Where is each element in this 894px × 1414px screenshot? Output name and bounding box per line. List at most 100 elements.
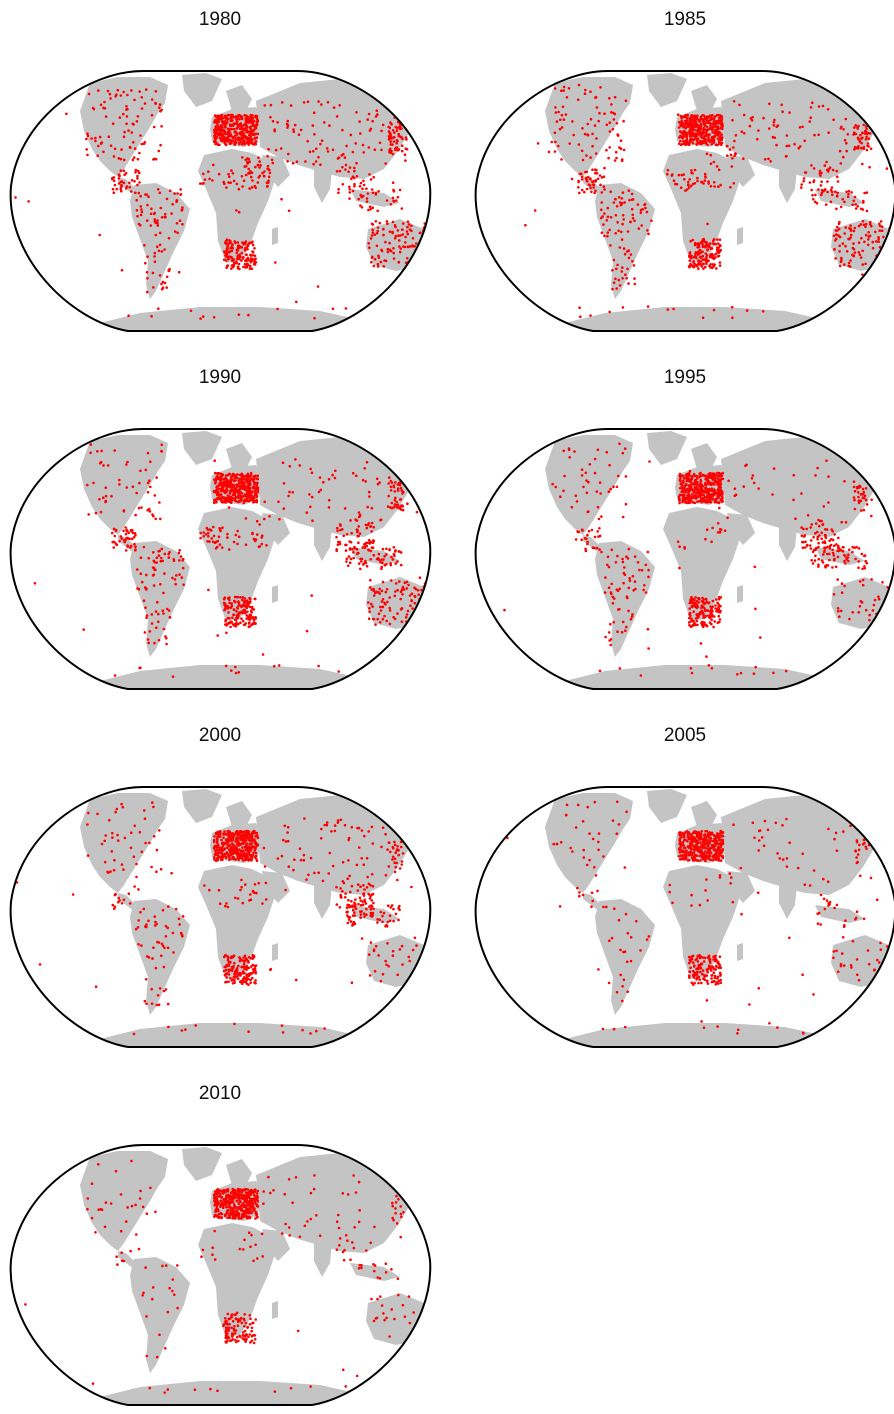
station-dot bbox=[267, 165, 270, 168]
station-dot bbox=[106, 871, 109, 874]
station-dot bbox=[234, 137, 237, 140]
station-dot bbox=[368, 491, 371, 494]
station-dot bbox=[704, 624, 707, 627]
station-dot bbox=[221, 526, 224, 529]
station-dot bbox=[683, 135, 686, 138]
station-dot bbox=[154, 218, 157, 221]
station-dot bbox=[165, 925, 168, 928]
station-dot bbox=[113, 191, 116, 194]
station-dot bbox=[213, 502, 216, 505]
station-dot bbox=[854, 490, 857, 493]
station-dot bbox=[561, 114, 564, 117]
station-dot bbox=[309, 468, 312, 471]
station-dot bbox=[157, 188, 160, 191]
station-dot bbox=[245, 543, 248, 546]
station-dot bbox=[602, 223, 605, 226]
station-dot bbox=[149, 461, 152, 464]
station-dot bbox=[562, 89, 565, 92]
station-dot bbox=[603, 112, 606, 115]
station-dot bbox=[803, 140, 806, 143]
station-dot bbox=[865, 234, 868, 237]
station-dot bbox=[710, 541, 713, 544]
station-dot bbox=[716, 238, 719, 241]
station-dot bbox=[321, 139, 324, 142]
station-dot bbox=[706, 254, 709, 257]
station-dot bbox=[128, 892, 131, 895]
station-dot bbox=[891, 657, 894, 660]
station-dot bbox=[696, 500, 699, 503]
station-dot bbox=[838, 228, 841, 231]
station-dot bbox=[627, 610, 630, 613]
station-dot bbox=[158, 550, 161, 553]
station-dot bbox=[618, 443, 621, 446]
station-dot bbox=[394, 490, 397, 493]
station-dot bbox=[691, 600, 694, 603]
station-dot bbox=[880, 298, 883, 301]
station-dot bbox=[182, 915, 185, 918]
station-dot bbox=[705, 598, 708, 601]
station-dot bbox=[717, 132, 720, 135]
panel-year-title: 1990 bbox=[0, 367, 440, 389]
station-dot bbox=[822, 553, 825, 556]
station-dot bbox=[243, 179, 246, 182]
station-dot bbox=[222, 134, 225, 137]
station-dot bbox=[112, 546, 115, 549]
station-dot bbox=[124, 526, 127, 529]
station-dot bbox=[849, 224, 852, 227]
station-dot bbox=[134, 192, 137, 195]
station-dot bbox=[381, 600, 384, 603]
station-dot bbox=[246, 248, 249, 251]
world-map bbox=[0, 419, 440, 694]
station-dot bbox=[698, 120, 701, 123]
station-dot bbox=[163, 628, 166, 631]
station-dot bbox=[524, 224, 527, 227]
station-dot bbox=[832, 539, 835, 542]
station-dot bbox=[178, 549, 181, 552]
station-dot bbox=[608, 311, 611, 314]
station-dot bbox=[623, 247, 626, 250]
station-dot bbox=[834, 239, 837, 242]
station-dot bbox=[420, 262, 423, 265]
station-dot bbox=[702, 474, 705, 477]
station-dot bbox=[158, 554, 161, 557]
station-dot bbox=[14, 196, 17, 199]
station-dot bbox=[712, 254, 715, 257]
station-dot bbox=[857, 566, 860, 569]
station-dot bbox=[616, 221, 619, 224]
station-dot bbox=[682, 496, 685, 499]
station-dot bbox=[243, 165, 246, 168]
station-dot bbox=[422, 246, 425, 249]
station-dot bbox=[223, 182, 226, 185]
station-dot bbox=[608, 146, 611, 149]
station-dot bbox=[599, 481, 602, 484]
station-dot bbox=[138, 90, 141, 93]
station-dot bbox=[115, 542, 118, 545]
station-dot bbox=[369, 586, 372, 589]
station-dot bbox=[398, 245, 401, 248]
station-dot bbox=[729, 186, 732, 189]
station-dot bbox=[216, 485, 219, 488]
station-dot bbox=[404, 236, 407, 239]
station-dot bbox=[136, 209, 139, 212]
station-dot bbox=[248, 496, 251, 499]
station-dot bbox=[727, 480, 730, 483]
station-dot bbox=[557, 111, 560, 114]
station-dot bbox=[606, 124, 609, 127]
station-dot bbox=[601, 176, 604, 179]
station-dot bbox=[237, 489, 240, 492]
station-dot bbox=[700, 260, 703, 263]
station-dot bbox=[236, 614, 239, 617]
station-dot bbox=[167, 1003, 170, 1006]
station-dot bbox=[137, 919, 140, 922]
station-dot bbox=[360, 560, 363, 563]
station-dot bbox=[165, 935, 168, 938]
station-dot bbox=[692, 483, 695, 486]
station-dot bbox=[259, 545, 262, 548]
station-dot bbox=[389, 230, 392, 233]
station-dot bbox=[680, 486, 683, 489]
land-south-america bbox=[130, 183, 190, 299]
station-dot bbox=[650, 219, 653, 222]
station-dot bbox=[139, 134, 142, 137]
station-dot bbox=[154, 252, 157, 255]
station-dot bbox=[159, 274, 162, 277]
